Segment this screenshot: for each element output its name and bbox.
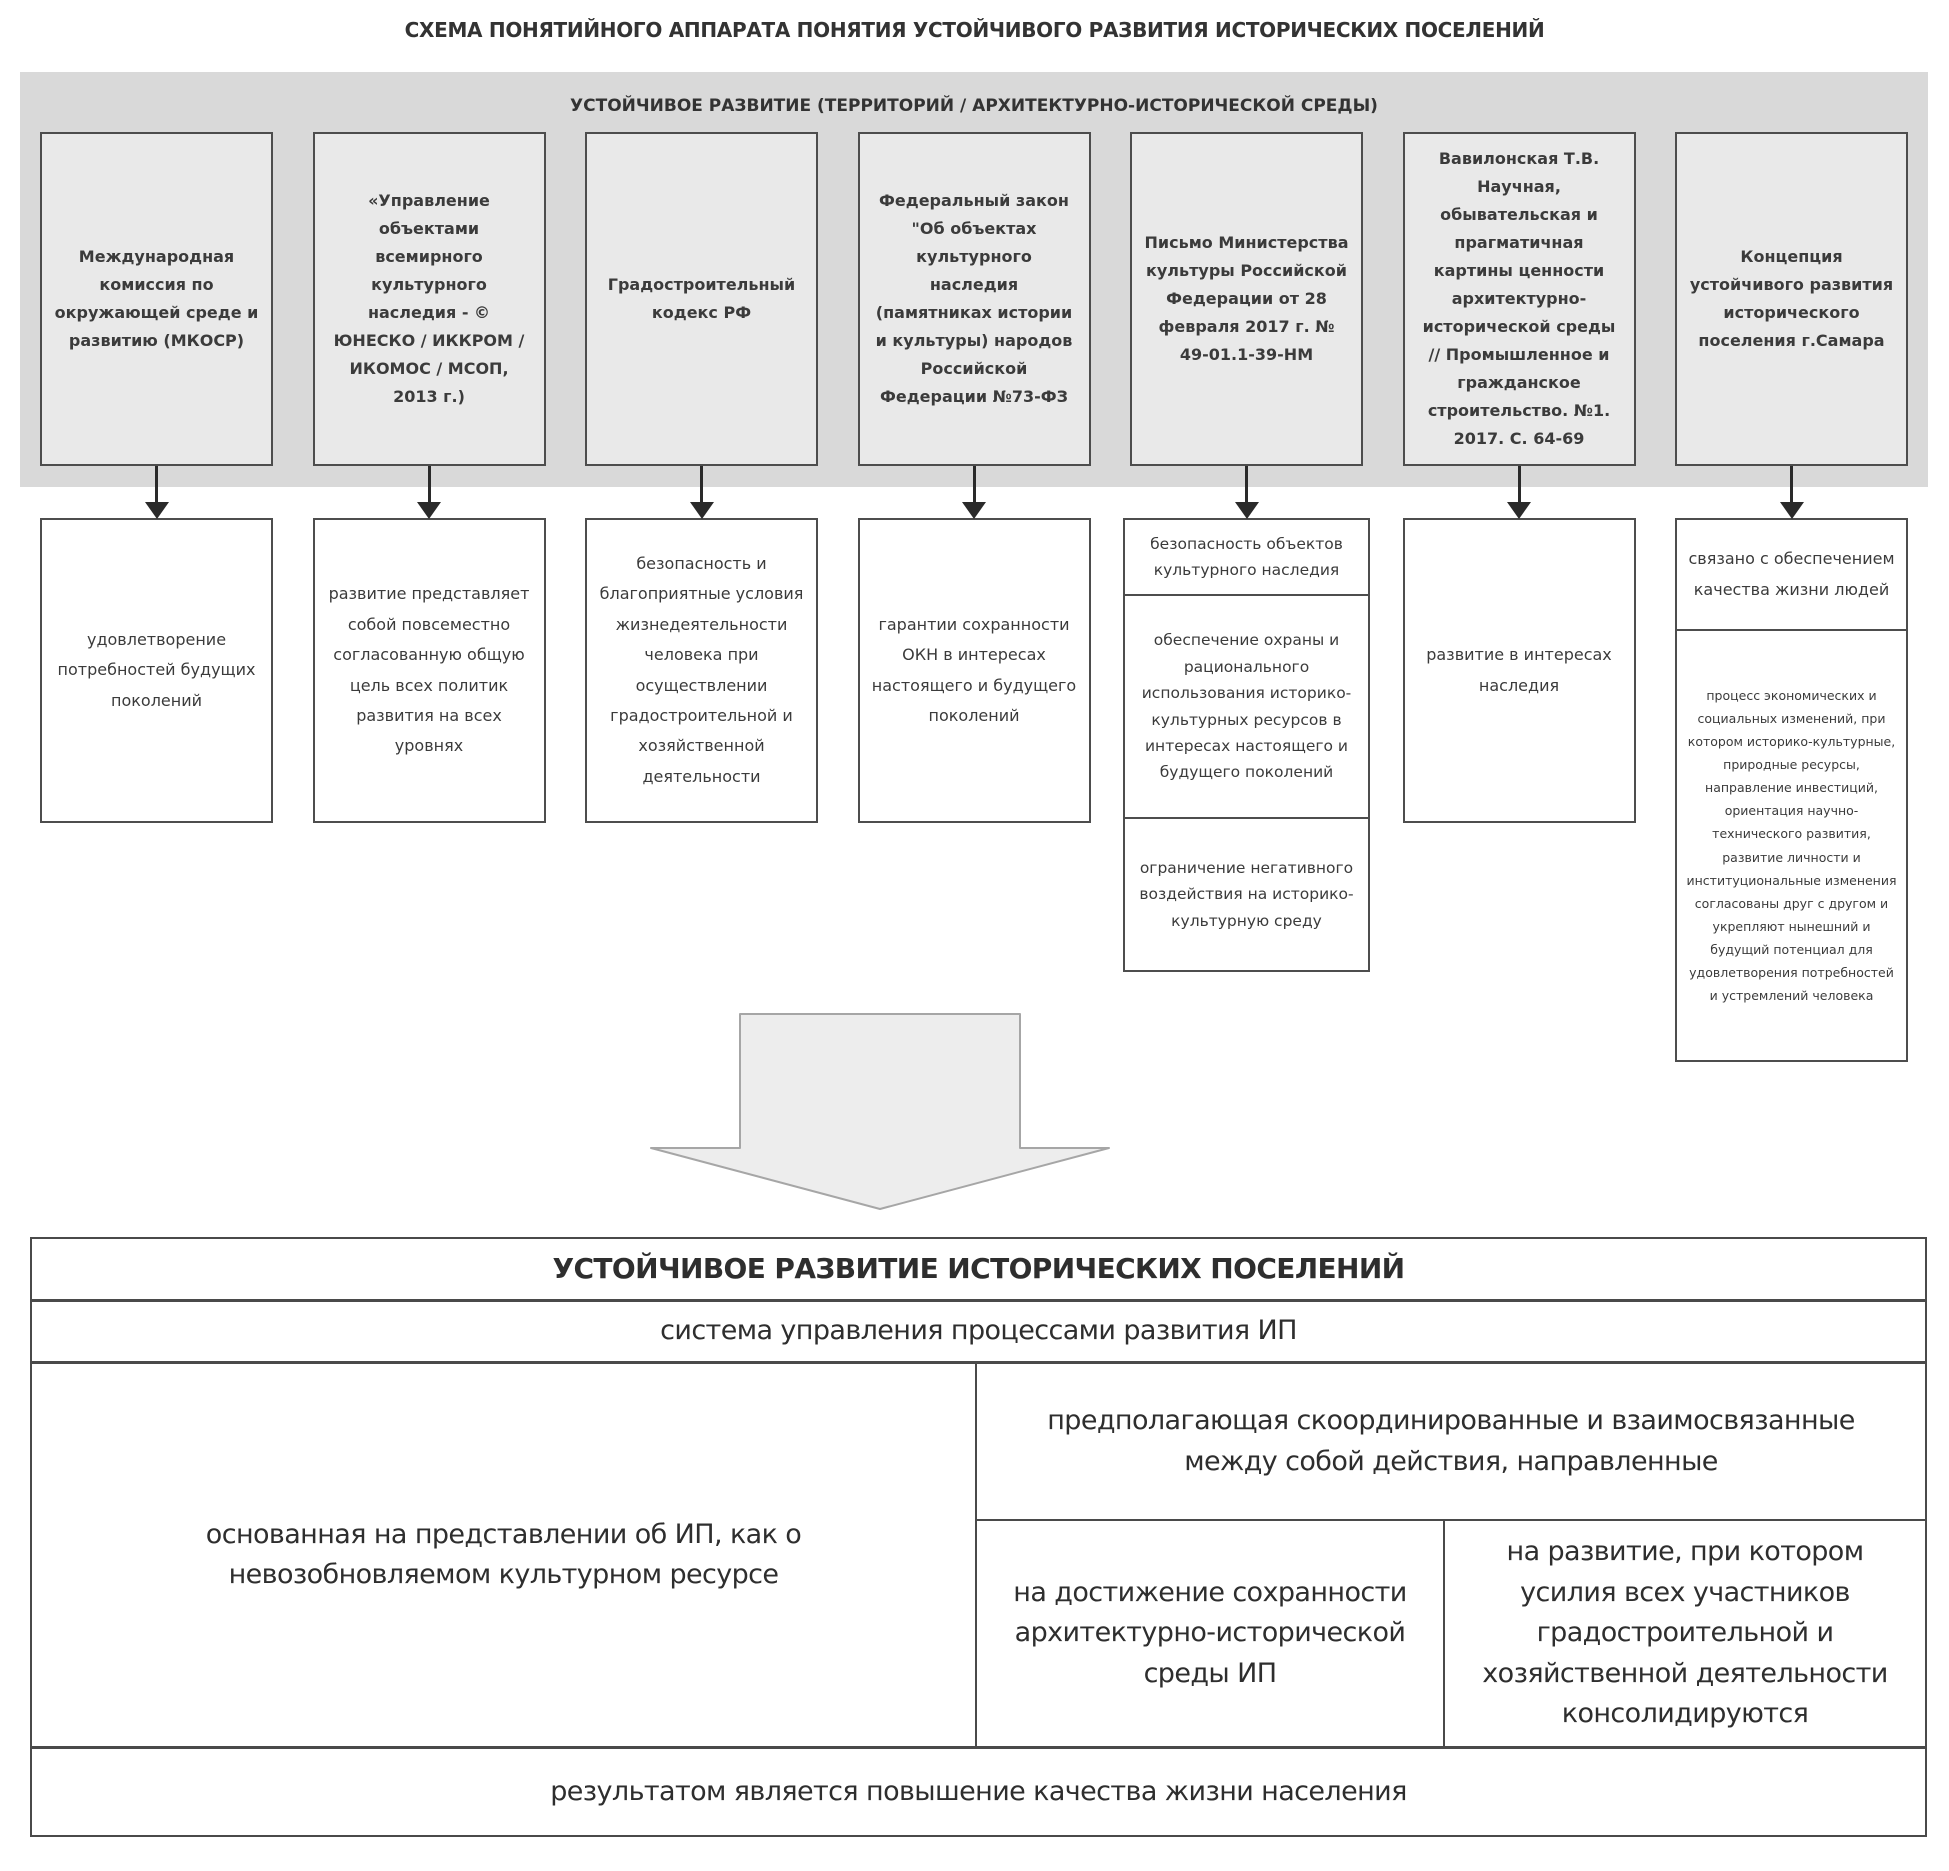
table-right-bottom-right: на развитие, при котором усилия всех уча… [1445, 1519, 1925, 1746]
down-arrow-icon [40, 466, 273, 519]
column-mkosr: Международная комиссия по окружающей сре… [40, 132, 273, 1062]
column-urban-code: Градостроительный кодекс РФ безопасность… [585, 132, 818, 1062]
source-box: Вавилонская Т.В. Научная, обывательская … [1402, 132, 1636, 466]
column-vavilonskaya: Вавилонская Т.В. Научная, обывательская … [1402, 132, 1636, 1062]
down-arrow-icon [585, 466, 818, 519]
definition-box: удовлетворение потребностей будущих поко… [40, 518, 273, 823]
table-right-bottom-left: на достижение сохранности архитектурно-и… [977, 1519, 1445, 1746]
big-down-arrow-icon [650, 1013, 1110, 1210]
source-box: Концепция устойчивого развития историчес… [1675, 132, 1908, 466]
table-title: УСТОЙЧИВОЕ РАЗВИТИЕ ИСТОРИЧЕСКИХ ПОСЕЛЕН… [552, 1252, 1405, 1285]
sources-and-definitions: Международная комиссия по окружающей сре… [20, 132, 1928, 1062]
definition-box: процесс экономических и социальных измен… [1675, 629, 1908, 1062]
down-arrow-icon [1675, 466, 1908, 519]
definition-box: гарантии сохранности ОКН в интересах нас… [857, 518, 1091, 823]
banner-label: УСТОЙЧИВОЕ РАЗВИТИЕ (ТЕРРИТОРИЙ / АРХИТЕ… [570, 96, 1378, 116]
down-arrow-icon [313, 466, 546, 519]
column-samara-concept: Концепция устойчивого развития историчес… [1675, 132, 1908, 1062]
down-arrow-icon [858, 466, 1091, 519]
definition-box: безопасность и благоприятные условия жиз… [585, 518, 818, 823]
down-arrow-icon [1130, 466, 1363, 519]
summary-table: УСТОЙЧИВОЕ РАЗВИТИЕ ИСТОРИЧЕСКИХ ПОСЕЛЕН… [30, 1237, 1927, 1837]
source-box: Федеральный закон "Об объектах культурно… [857, 132, 1091, 466]
table-system-row: система управления процессами развития И… [32, 1299, 1925, 1361]
table-right-top-cell: предполагающая скоординированные и взаим… [977, 1361, 1925, 1519]
table-left-cell: основанная на представлении об ИП, как о… [32, 1361, 977, 1746]
table-result-row: результатом является повышение качества … [32, 1746, 1925, 1835]
definition-box: развитие представляет собой повсеместно … [312, 518, 546, 823]
column-unesco: «Управление объектами всемирного культур… [312, 132, 546, 1062]
definition-box: обеспечение охраны и рационального испол… [1123, 594, 1370, 819]
source-box: Письмо Министерства культуры Российской … [1130, 132, 1363, 466]
definition-box: развитие в интересах наследия [1402, 518, 1636, 823]
down-arrow-icon [1403, 466, 1636, 519]
definition-box: связано с обеспечением качества жизни лю… [1675, 518, 1908, 631]
definition-box: ограничение негативного воздействия на и… [1123, 817, 1370, 972]
page-title: СХЕМА ПОНЯТИЙНОГО АППАРАТА ПОНЯТИЯ УСТОЙ… [404, 18, 1545, 42]
source-box: Градостроительный кодекс РФ [585, 132, 818, 466]
source-box: «Управление объектами всемирного культур… [312, 132, 546, 466]
column-federal-law: Федеральный закон "Об объектах культурно… [857, 132, 1091, 1062]
definition-box: безопасность объектов культурного наслед… [1123, 518, 1370, 596]
source-box: Международная комиссия по окружающей сре… [40, 132, 273, 466]
column-ministry-letter: Письмо Министерства культуры Российской … [1123, 132, 1370, 1062]
